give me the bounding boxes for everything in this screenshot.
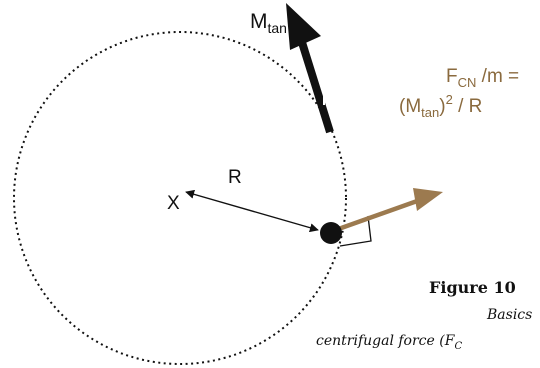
circular-path [13, 31, 347, 365]
center-label: X [167, 193, 180, 214]
right-angle-marker [339, 215, 372, 247]
centrifugal-force-arrow [329, 188, 443, 235]
force-label-line1: FCN /m = [446, 66, 519, 90]
figure-caption-title: Figure 10 [429, 278, 516, 297]
figure-caption-line2: centrifugal force (FC [316, 333, 462, 352]
velocity-arrow [286, 3, 334, 134]
radius-label: R [228, 167, 242, 188]
force-label-line2: (Mtan)2 / R [399, 92, 482, 120]
radius-arrow [185, 189, 319, 233]
figure-caption-line1: Basics [486, 307, 532, 323]
mass-dot [320, 222, 342, 244]
velocity-label: Mtan [250, 10, 287, 36]
